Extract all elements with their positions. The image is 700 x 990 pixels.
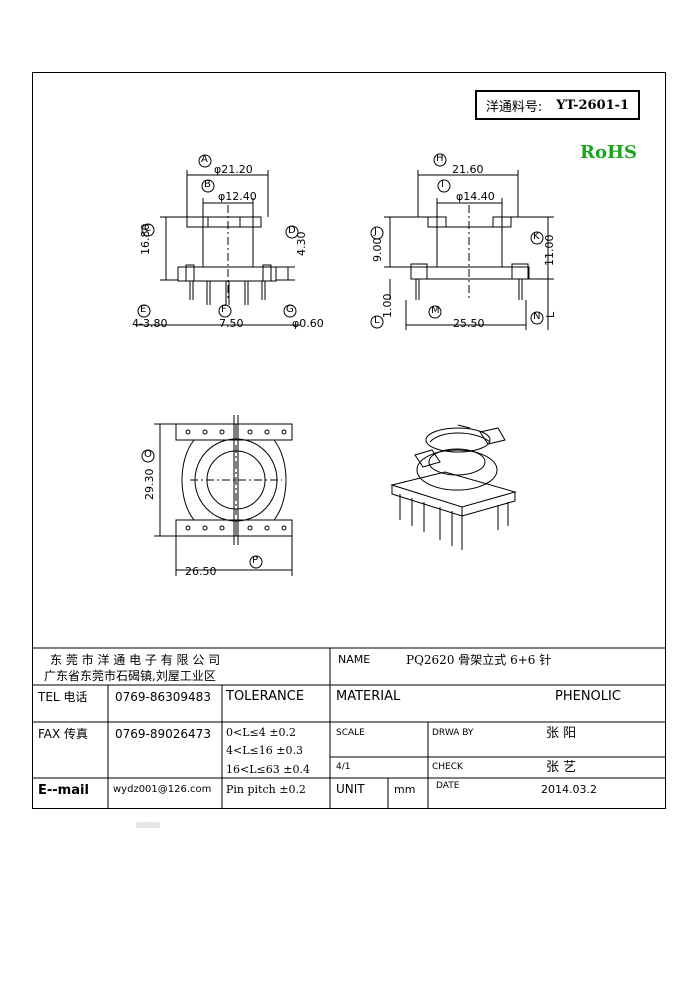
dim-label-h: H: [436, 153, 444, 164]
isometric-view: [390, 424, 517, 550]
dim-value-a: φ21.20: [214, 163, 253, 176]
dim-value-b: φ12.40: [218, 190, 257, 203]
date-value: 2014.03.2: [541, 783, 597, 796]
dim-value-l: 1.00: [381, 293, 394, 319]
part-number-box: 洋通料号: YT-2601-1: [475, 90, 640, 120]
name-value: PQ2620 骨架立式 6+6 针: [406, 653, 552, 667]
tolerance-row-2: 4<L≤16 ±0.3: [226, 744, 303, 757]
dim-value-n: L: [544, 311, 557, 318]
dim-value-k: 11.00: [543, 234, 556, 267]
bottom-view: [141, 415, 293, 576]
material-value: PHENOLIC: [555, 689, 621, 704]
dim-value-o: 29.30: [143, 468, 156, 501]
dim-value-g: φ0.60: [292, 317, 324, 330]
company-name: 东 莞 市 洋 通 电 子 有 限 公 司: [50, 653, 221, 667]
front-pins: [189, 281, 266, 305]
dim-value-f: 7.50: [219, 317, 244, 330]
email-label: E--mail: [38, 783, 89, 798]
unit-value: mm: [394, 783, 416, 796]
dim-label-e: E: [140, 304, 147, 315]
drawing-frame: [32, 72, 666, 809]
tel-value: 0769-86309483: [115, 690, 211, 704]
material-label: MATERIAL: [336, 689, 401, 704]
dim-label-g: G: [286, 304, 294, 315]
dim-label-k: K: [533, 231, 540, 242]
dim-value-i: φ14.40: [456, 190, 495, 203]
side-view: [370, 153, 554, 330]
name-label: NAME: [338, 653, 371, 666]
dim-value-d: 4.30: [295, 231, 308, 257]
front-view: [135, 154, 300, 326]
tel-label: TEL 电话: [38, 690, 88, 704]
dim-label-a: A: [201, 154, 208, 165]
date-label: DATE: [436, 781, 460, 791]
dim-label-m: M: [431, 305, 440, 316]
dim-value-j: 9.00: [371, 237, 384, 263]
scan-smudge: [136, 822, 160, 828]
dim-label-n: N: [533, 311, 541, 322]
fax-value: 0769-89026473: [115, 727, 211, 741]
dim-value-c: 16.80: [139, 223, 152, 256]
dim-label-c: C: [144, 223, 151, 234]
dim-value-p: 26.50: [185, 565, 217, 578]
dim-label-d: D: [288, 225, 296, 236]
scale-label: SCALE: [336, 728, 365, 738]
scale-value: 4/1: [336, 762, 351, 772]
title-block-grid: [32, 647, 666, 809]
dim-label-i: I: [441, 179, 444, 190]
tolerance-row-4: Pin pitch ±0.2: [226, 783, 306, 796]
fax-label: FAX 传真: [38, 727, 89, 741]
dim-value-e: 4-3.80: [132, 317, 168, 330]
part-number-value: YT-2601-1: [556, 97, 630, 113]
check-label: CHECK: [432, 762, 463, 772]
tolerance-label: TOLERANCE: [226, 689, 305, 704]
dim-label-p: P: [252, 555, 259, 566]
dim-label-j: J: [374, 226, 377, 237]
tolerance-row-3: 16<L≤63 ±0.4: [226, 763, 310, 776]
dim-value-h: 21.60: [452, 163, 484, 176]
dim-value-m: 25.50: [453, 317, 485, 330]
dim-label-o: O: [144, 449, 152, 460]
unit-label: UNIT: [336, 782, 365, 796]
email-value: wydz001@126.com: [113, 784, 212, 795]
company-address: 广东省东莞市石碣镇,刘屋工业区: [44, 669, 216, 683]
dim-label-l: L: [374, 315, 380, 326]
part-number-label: 洋通料号:: [485, 99, 543, 115]
tolerance-row-1: 0<L≤4 ±0.2: [226, 726, 296, 739]
check-value: 张 艺: [546, 760, 577, 775]
bottom-pin-holes: [185, 429, 287, 531]
dim-label-b: B: [204, 179, 211, 190]
drawby-label: DRWA BY: [432, 728, 474, 738]
drawby-value: 张 阳: [546, 726, 577, 741]
dim-label-f: F: [221, 304, 227, 315]
rohs-mark: RoHS: [580, 142, 637, 163]
